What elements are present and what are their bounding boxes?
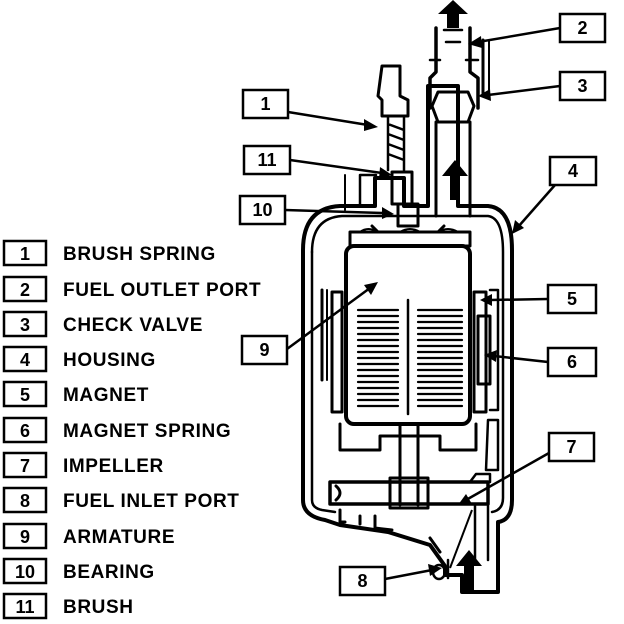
legend-item-10: 10 BEARING: [2, 557, 155, 585]
legend-item-2: 2 FUEL OUTLET PORT: [2, 275, 261, 303]
callout-4: 4: [548, 155, 598, 187]
magnet-left: [330, 290, 344, 414]
legend-label: FUEL OUTLET PORT: [63, 280, 261, 301]
callout-11: 11: [242, 144, 292, 176]
callout-number: 4: [568, 161, 578, 181]
legend-item-8: 8 FUEL INLET PORT: [2, 486, 239, 514]
legend-label: MAGNET: [63, 385, 149, 406]
callout-number: 10: [252, 200, 272, 220]
commutator: [348, 230, 472, 248]
legend-label: FUEL INLET PORT: [63, 491, 239, 512]
legend-number: 10: [15, 562, 35, 582]
legend-item-7: 7 IMPELLER: [2, 451, 164, 479]
callout-number: 9: [259, 340, 269, 360]
legend-label: HOUSING: [63, 350, 156, 371]
callout-leaders: [284, 26, 561, 581]
legend-number: 8: [20, 491, 30, 511]
housing-inner-wall: [310, 214, 505, 514]
legend-label: MAGNET SPRING: [63, 421, 231, 442]
bearing: [396, 202, 420, 228]
callout-8: 8: [338, 565, 387, 597]
callout-5: 5: [546, 283, 598, 315]
legend-item-9: 9 ARMATURE: [2, 522, 175, 550]
callout-number: 6: [567, 352, 577, 372]
callout-number: 2: [577, 18, 587, 38]
armature-windings: [356, 308, 464, 408]
housing-shell: [301, 84, 514, 594]
callout-number: 8: [357, 571, 367, 591]
legend-number: 11: [15, 597, 34, 617]
flow-arrow: [442, 160, 468, 200]
callout-number: 11: [257, 150, 276, 170]
magnet-right: [472, 290, 488, 414]
legend-label: CHECK VALVE: [63, 315, 203, 336]
callout-2: 2: [558, 12, 607, 44]
legend-number: 4: [20, 350, 30, 370]
legend-item-1: 1 BRUSH SPRING: [2, 239, 216, 267]
outlet-tube: [428, 26, 480, 110]
legend-number: 6: [20, 421, 30, 441]
callout-number: 3: [577, 76, 587, 96]
housing-lower-left-wall: [310, 250, 337, 514]
magnet-spring: [476, 314, 492, 386]
callout-3: 3: [558, 70, 607, 102]
terminal-post: [376, 64, 410, 118]
legend: 1 BRUSH SPRING 2 FUEL OUTLET PORT 3 CHEC…: [2, 239, 261, 620]
callouts: 1 2 3 4 5 6 7 8: [238, 12, 607, 597]
callout-9: 9: [240, 334, 289, 366]
legend-label: BRUSH SPRING: [63, 244, 216, 265]
legend-item-3: 3 CHECK VALVE: [2, 310, 203, 338]
legend-label: BRUSH: [63, 597, 134, 618]
callout-1: 1: [241, 88, 290, 120]
callout-10: 10: [238, 194, 287, 226]
callout-number: 1: [260, 94, 270, 114]
inlet-arrow: [456, 550, 482, 590]
armature: [344, 244, 472, 426]
shaft: [398, 422, 420, 507]
pump-cover: [338, 508, 442, 554]
impeller: [328, 480, 490, 506]
outlet-arrow: [438, 0, 468, 28]
brush-spring: [386, 114, 406, 172]
check-valve-body: [434, 120, 472, 218]
legend-number: 5: [20, 385, 30, 405]
legend-item-5: 5 MAGNET: [2, 380, 149, 408]
legend-item-11: 11 BRUSH: [2, 592, 134, 620]
callout-7: 7: [547, 431, 596, 463]
legend-number: 9: [20, 527, 30, 547]
legend-label: IMPELLER: [63, 456, 164, 477]
fuel-pump-drawing: [301, 0, 514, 594]
legend-label: ARMATURE: [63, 527, 175, 548]
callout-6: 6: [546, 346, 598, 378]
legend-item-4: 4 HOUSING: [2, 345, 156, 373]
lower-frame: [338, 422, 478, 452]
legend-number: 3: [20, 315, 30, 335]
legend-number: 1: [20, 244, 30, 264]
legend-number: 7: [20, 456, 30, 476]
outlet-tube-flange: [428, 28, 480, 62]
legend-label: BEARING: [63, 562, 155, 583]
callout-number: 5: [567, 289, 577, 309]
legend-number: 2: [20, 280, 30, 300]
check-valve: [430, 90, 476, 124]
legend-item-6: 6 MAGNET SPRING: [2, 416, 231, 444]
callout-number: 7: [566, 437, 576, 457]
